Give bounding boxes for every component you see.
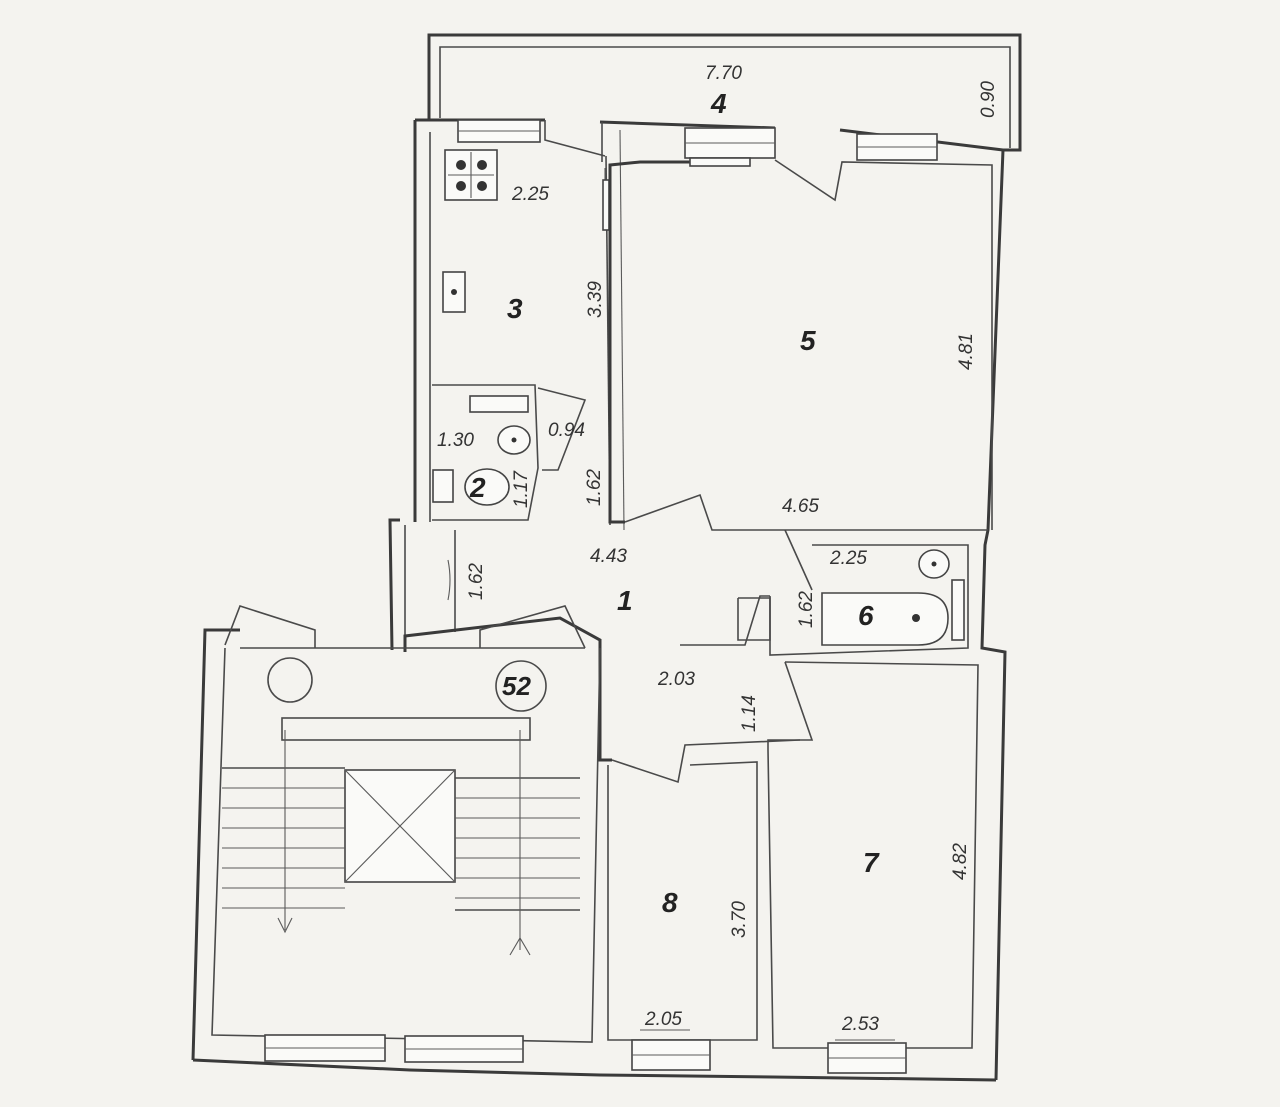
dim-room5-side: 4.81 xyxy=(956,333,977,370)
hall xyxy=(403,525,813,784)
room-label-5: 5 xyxy=(800,325,816,356)
toilet-room xyxy=(432,384,587,521)
room-8 xyxy=(607,761,758,1071)
dim-bath-side: 1.62 xyxy=(796,591,817,628)
room-label-6: 6 xyxy=(858,600,874,631)
dim-closet-width: 0.94 xyxy=(548,420,585,441)
room-label-7: 7 xyxy=(863,847,880,878)
dim-toilet-depth: 1.17 xyxy=(511,470,532,508)
bathroom xyxy=(737,544,969,656)
dim-room5-width: 4.65 xyxy=(782,496,819,517)
room-7 xyxy=(767,661,979,1074)
dim-hall-lower: 2.03 xyxy=(657,669,695,690)
dim-hall-length: 4.43 xyxy=(590,546,627,567)
room-label-4: 4 xyxy=(710,88,727,119)
dim-toilet-width: 1.30 xyxy=(437,430,474,451)
dim-balcony-length: 7.70 xyxy=(705,63,742,84)
dim-room8-side: 3.70 xyxy=(729,901,750,938)
room-label-2: 2 xyxy=(469,472,486,503)
dim-room7-side: 4.82 xyxy=(950,843,971,880)
dim-room7-width: 2.53 xyxy=(841,1014,879,1035)
dim-bath-width: 2.25 xyxy=(829,548,867,569)
stairwell-badge: 52 xyxy=(502,671,531,701)
dim-balcony-depth: 0.90 xyxy=(978,81,999,118)
room-label-8: 8 xyxy=(662,887,678,918)
room-label-3: 3 xyxy=(507,293,523,324)
kitchen xyxy=(442,119,625,531)
dim-hall-left-side: 1.62 xyxy=(466,563,487,600)
room-5 xyxy=(601,122,993,531)
dim-hall-lower-side: 1.14 xyxy=(739,695,760,732)
dim-kitchen-side: 3.39 xyxy=(585,281,606,318)
dim-kitchen-top: 2.25 xyxy=(511,184,549,205)
stairwell xyxy=(211,605,601,1063)
dim-hall-upper-side: 1.62 xyxy=(584,469,605,506)
room-label-1: 1 xyxy=(617,585,633,616)
dim-room8-width: 2.05 xyxy=(644,1009,682,1030)
